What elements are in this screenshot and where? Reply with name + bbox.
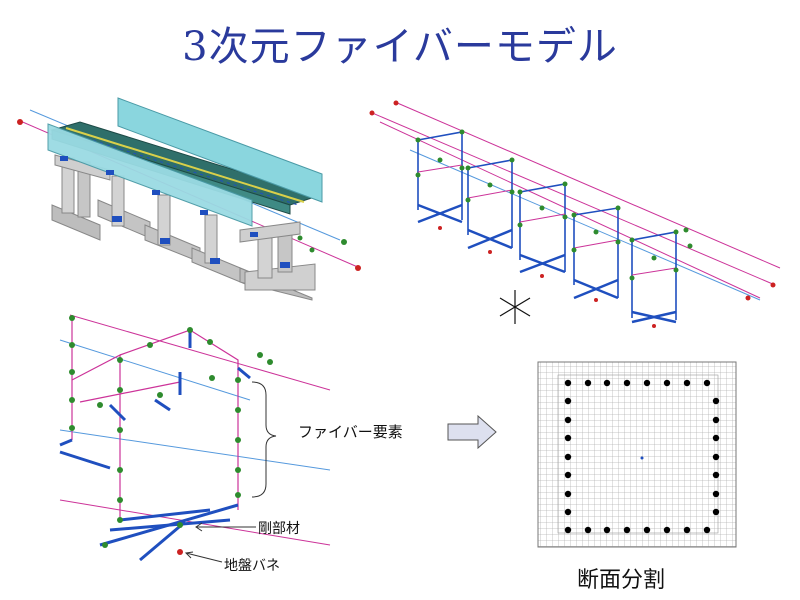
- section-division-label: 断面分割: [577, 568, 666, 593]
- page-title: 3次元ファイバーモデル: [182, 24, 618, 70]
- bridge-3d-render: [17, 97, 361, 301]
- asterisk-symbol: [499, 290, 531, 324]
- fiber-element-label: ファイバー要素: [298, 423, 403, 441]
- rigid-member-label: 剛部材: [258, 521, 300, 537]
- section-division-grid: [537, 361, 737, 548]
- ground-spring-label: 地盤バネ: [224, 558, 280, 574]
- zoomed-frame-detail: [59, 314, 331, 563]
- wireframe-fiber-model: [369, 100, 781, 328]
- transform-arrow: [447, 414, 497, 450]
